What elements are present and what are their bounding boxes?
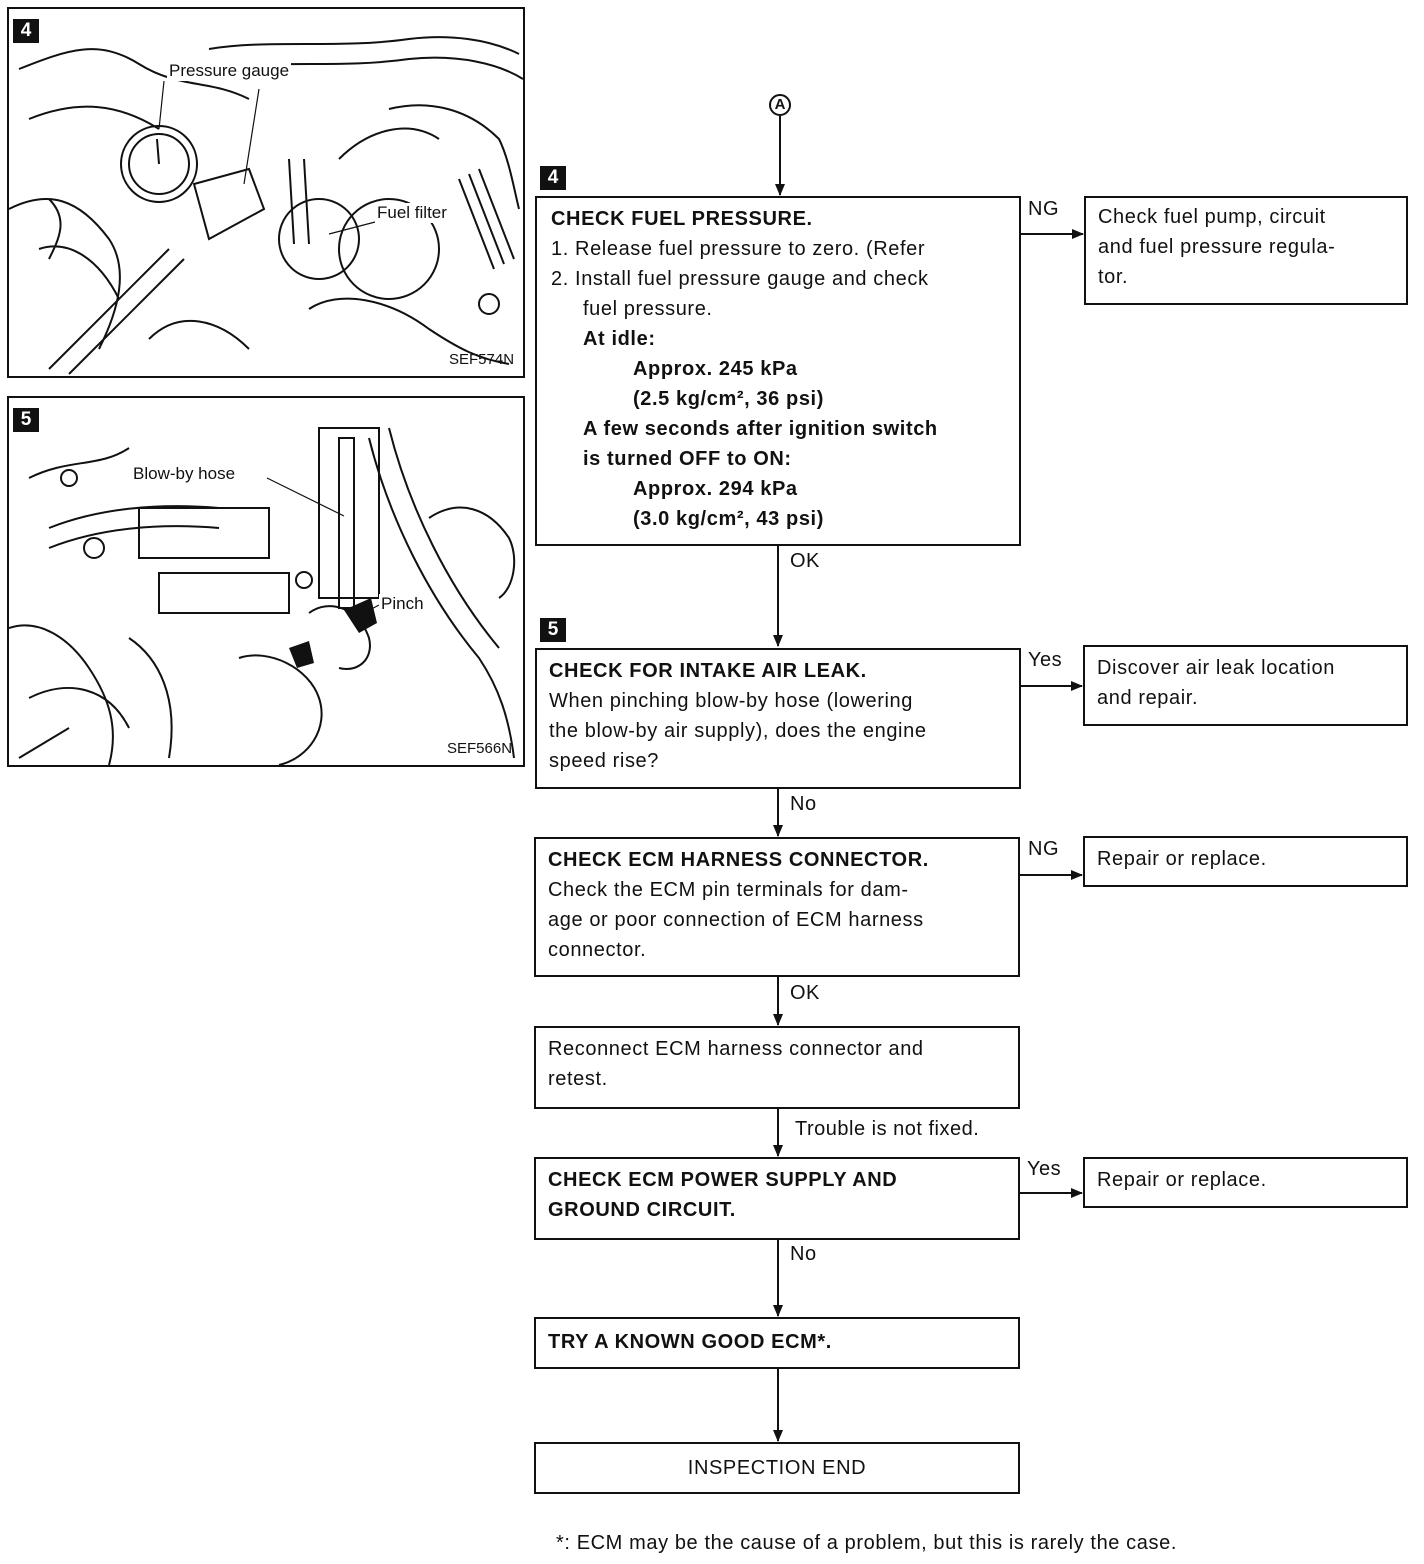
figure-4-badge: 4 <box>13 19 39 43</box>
branch-label-no-1: No <box>790 793 817 815</box>
figure-5-code: SEF566N <box>447 740 513 757</box>
side-fuel-pump-line-2: and fuel pressure regula- <box>1098 236 1336 258</box>
figure-5-blowby-hose: 5 Blow-by hose Pinch SEF566N <box>7 396 525 767</box>
branch-label-yes-2: Yes <box>1027 1158 1062 1180</box>
try-known-good-ecm: TRY A KNOWN GOOD ECM*. <box>534 1317 1020 1369</box>
step-4-item-2: 2. Install fuel pressure gauge and check <box>551 268 929 290</box>
step-4-after-label: A few seconds after ignition switch <box>583 418 938 440</box>
step-4-after-label-cont: is turned OFF to ON: <box>583 448 792 470</box>
step-5-line-2: the blow-by air supply), does the engine <box>549 720 927 742</box>
step-4-item-2-cont: fuel pressure. <box>583 298 713 320</box>
figure-4-code: SEF574N <box>449 351 515 368</box>
step-4-badge: 4 <box>540 166 566 190</box>
figure-5-badge: 5 <box>13 408 39 432</box>
step-5-line-3: speed rise? <box>549 750 659 772</box>
side-box-repair-1: Repair or replace. <box>1083 836 1408 887</box>
step-4-idle-value-psi: (2.5 kg/cm², 36 psi) <box>633 388 824 410</box>
power-supply-title-1: CHECK ECM POWER SUPPLY AND <box>548 1169 898 1191</box>
figure-4-fuel-pressure: 4 Pressure gauge Fuel filter SEF574N <box>7 7 525 378</box>
check-ecm-harness-connector: CHECK ECM HARNESS CONNECTOR. Check the E… <box>534 837 1020 977</box>
branch-label-yes-1: Yes <box>1028 649 1063 671</box>
reconnect-line-2: retest. <box>548 1068 608 1090</box>
check-ecm-power-supply: CHECK ECM POWER SUPPLY AND GROUND CIRCUI… <box>534 1157 1020 1240</box>
side-box-air-leak: Discover air leak location and repair. <box>1083 645 1408 726</box>
step-4-title: CHECK FUEL PRESSURE. <box>551 208 813 230</box>
branch-label-no-2: No <box>790 1243 817 1265</box>
step-5-check-intake-air-leak: CHECK FOR INTAKE AIR LEAK. When pinching… <box>535 648 1021 789</box>
side-fuel-pump-line-1: Check fuel pump, circuit <box>1098 206 1326 228</box>
inspection-end: INSPECTION END <box>534 1442 1020 1494</box>
side-air-leak-line-2: and repair. <box>1097 687 1199 709</box>
fuel-filter-label: Fuel filter <box>375 203 449 223</box>
step-4-idle-value-kpa: Approx. 245 kPa <box>633 358 798 380</box>
ecm-connector-line-1: Check the ECM pin terminals for dam- <box>548 879 909 901</box>
branch-label-not-fixed: Trouble is not fixed. <box>795 1118 980 1140</box>
side-air-leak-line-1: Discover air leak location <box>1097 657 1335 679</box>
footnote: *: ECM may be the cause of a problem, bu… <box>556 1532 1177 1554</box>
connector-a-letter: A <box>774 96 786 113</box>
step-4-idle-label: At idle: <box>583 328 656 350</box>
reconnect-line-1: Reconnect ECM harness connector and <box>548 1038 924 1060</box>
reconnect-ecm-retest: Reconnect ECM harness connector and rete… <box>534 1026 1020 1109</box>
ecm-connector-line-2: age or poor connection of ECM harness <box>548 909 924 931</box>
blowby-hose-label: Blow-by hose <box>131 464 238 484</box>
step-4-after-value-psi: (3.0 kg/cm², 43 psi) <box>633 508 824 530</box>
branch-label-ng-1: NG <box>1028 198 1059 220</box>
connector-a-circle <box>769 94 791 116</box>
step-4-item-1: 1. Release fuel pressure to zero. (Refer <box>551 238 926 260</box>
step-5-line-1: When pinching blow-by hose (lowering <box>549 690 914 712</box>
branch-label-ok-2: OK <box>790 982 820 1004</box>
engine-illustration-fuel <box>9 36 523 375</box>
side-box-repair-2: Repair or replace. <box>1083 1157 1408 1208</box>
pinch-label: Pinch <box>379 594 426 614</box>
side-box-fuel-pump: Check fuel pump, circuit and fuel pressu… <box>1084 196 1408 305</box>
side-fuel-pump-line-3: tor. <box>1098 266 1129 288</box>
step-5-badge: 5 <box>540 618 566 642</box>
pressure-gauge-label: Pressure gauge <box>167 61 292 81</box>
step-4-check-fuel-pressure: CHECK FUEL PRESSURE. 1. Release fuel pre… <box>535 196 1021 546</box>
step-5-title: CHECK FOR INTAKE AIR LEAK. <box>549 660 867 682</box>
branch-label-ok-1: OK <box>790 550 820 572</box>
ecm-connector-line-3: connector. <box>548 939 647 961</box>
ecm-connector-title: CHECK ECM HARNESS CONNECTOR. <box>548 849 929 871</box>
power-supply-title-2: GROUND CIRCUIT. <box>548 1199 736 1221</box>
step-4-after-value-kpa: Approx. 294 kPa <box>633 478 798 500</box>
branch-label-ng-2: NG <box>1028 838 1059 860</box>
